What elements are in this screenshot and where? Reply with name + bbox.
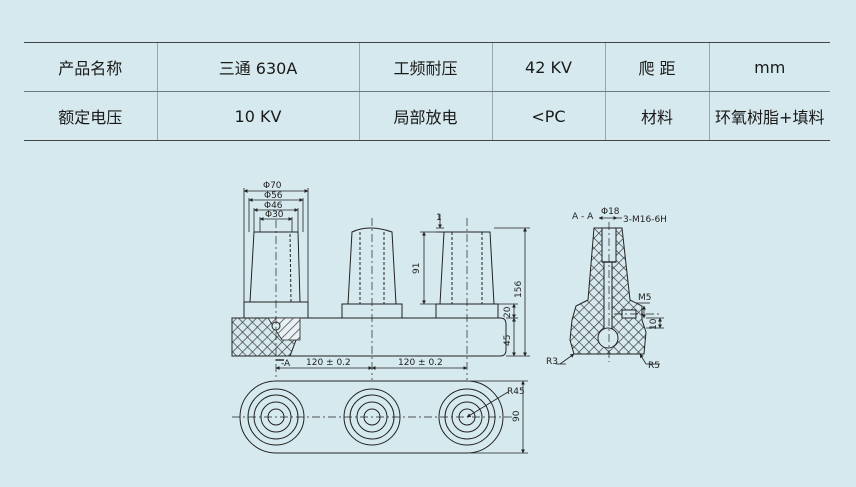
- radius-r45: R45: [507, 387, 525, 397]
- section-view: A - A Φ18 3-M16-6H M5 10 R3 R5: [546, 207, 667, 371]
- label-partial-discharge: 局部放电: [358, 91, 492, 141]
- diameter-dimensions: [243, 188, 309, 318]
- value-product-name: 三通 630A: [156, 42, 359, 92]
- dim-phi46: Φ46: [264, 201, 283, 211]
- dim-phi18: Φ18: [601, 207, 620, 217]
- dim-1: 1: [436, 213, 442, 223]
- dim-91: 91: [412, 263, 422, 274]
- dim-156: 156: [514, 281, 524, 298]
- dim-phi30: Φ30: [265, 210, 284, 220]
- thread-spec: 3-M16-6H: [623, 215, 667, 225]
- dim-45: 45: [503, 335, 513, 346]
- dim-phi70: Φ70: [263, 181, 282, 191]
- spec-table: 产品名称 三通 630A 工频耐压 42 KV 爬 距 mm 额定电压 10 K…: [24, 42, 830, 141]
- label-rated-voltage: 额定电压: [24, 91, 157, 141]
- dim-spacing-1: 120 ± 0.2: [306, 358, 351, 368]
- top-view: R45 90: [232, 380, 528, 454]
- dim-10: 10: [649, 318, 659, 330]
- section-marker: -A: [281, 359, 291, 369]
- value-power-freq-voltage: 42 KV: [491, 42, 605, 92]
- base-body: [231, 317, 507, 357]
- value-rated-voltage: 10 KV: [156, 91, 359, 141]
- value-material: 环氧树脂+填料: [708, 91, 830, 141]
- spec-row-2: 额定电压 10 KV 局部放电 <PC 材料 环氧树脂+填料: [24, 91, 830, 141]
- radius-r3: R3: [546, 357, 558, 367]
- dim-phi56: Φ56: [264, 191, 283, 201]
- label-material: 材料: [604, 91, 709, 141]
- left-bushing: [249, 231, 301, 303]
- dim-20: 20: [503, 306, 513, 318]
- radius-r5: R5: [648, 361, 660, 371]
- label-power-freq-voltage: 工频耐压: [358, 42, 492, 92]
- value-creepage-distance: mm: [708, 42, 830, 92]
- thread-m5: M5: [638, 293, 652, 303]
- section-title: A - A: [572, 212, 594, 222]
- value-partial-discharge: <PC: [491, 91, 605, 141]
- dim-90: 90: [512, 410, 522, 422]
- dim-spacing-2: 120 ± 0.2: [398, 358, 443, 368]
- label-product-name: 产品名称: [24, 42, 157, 92]
- front-view: Φ70 Φ56 Φ46 Φ30: [231, 181, 530, 380]
